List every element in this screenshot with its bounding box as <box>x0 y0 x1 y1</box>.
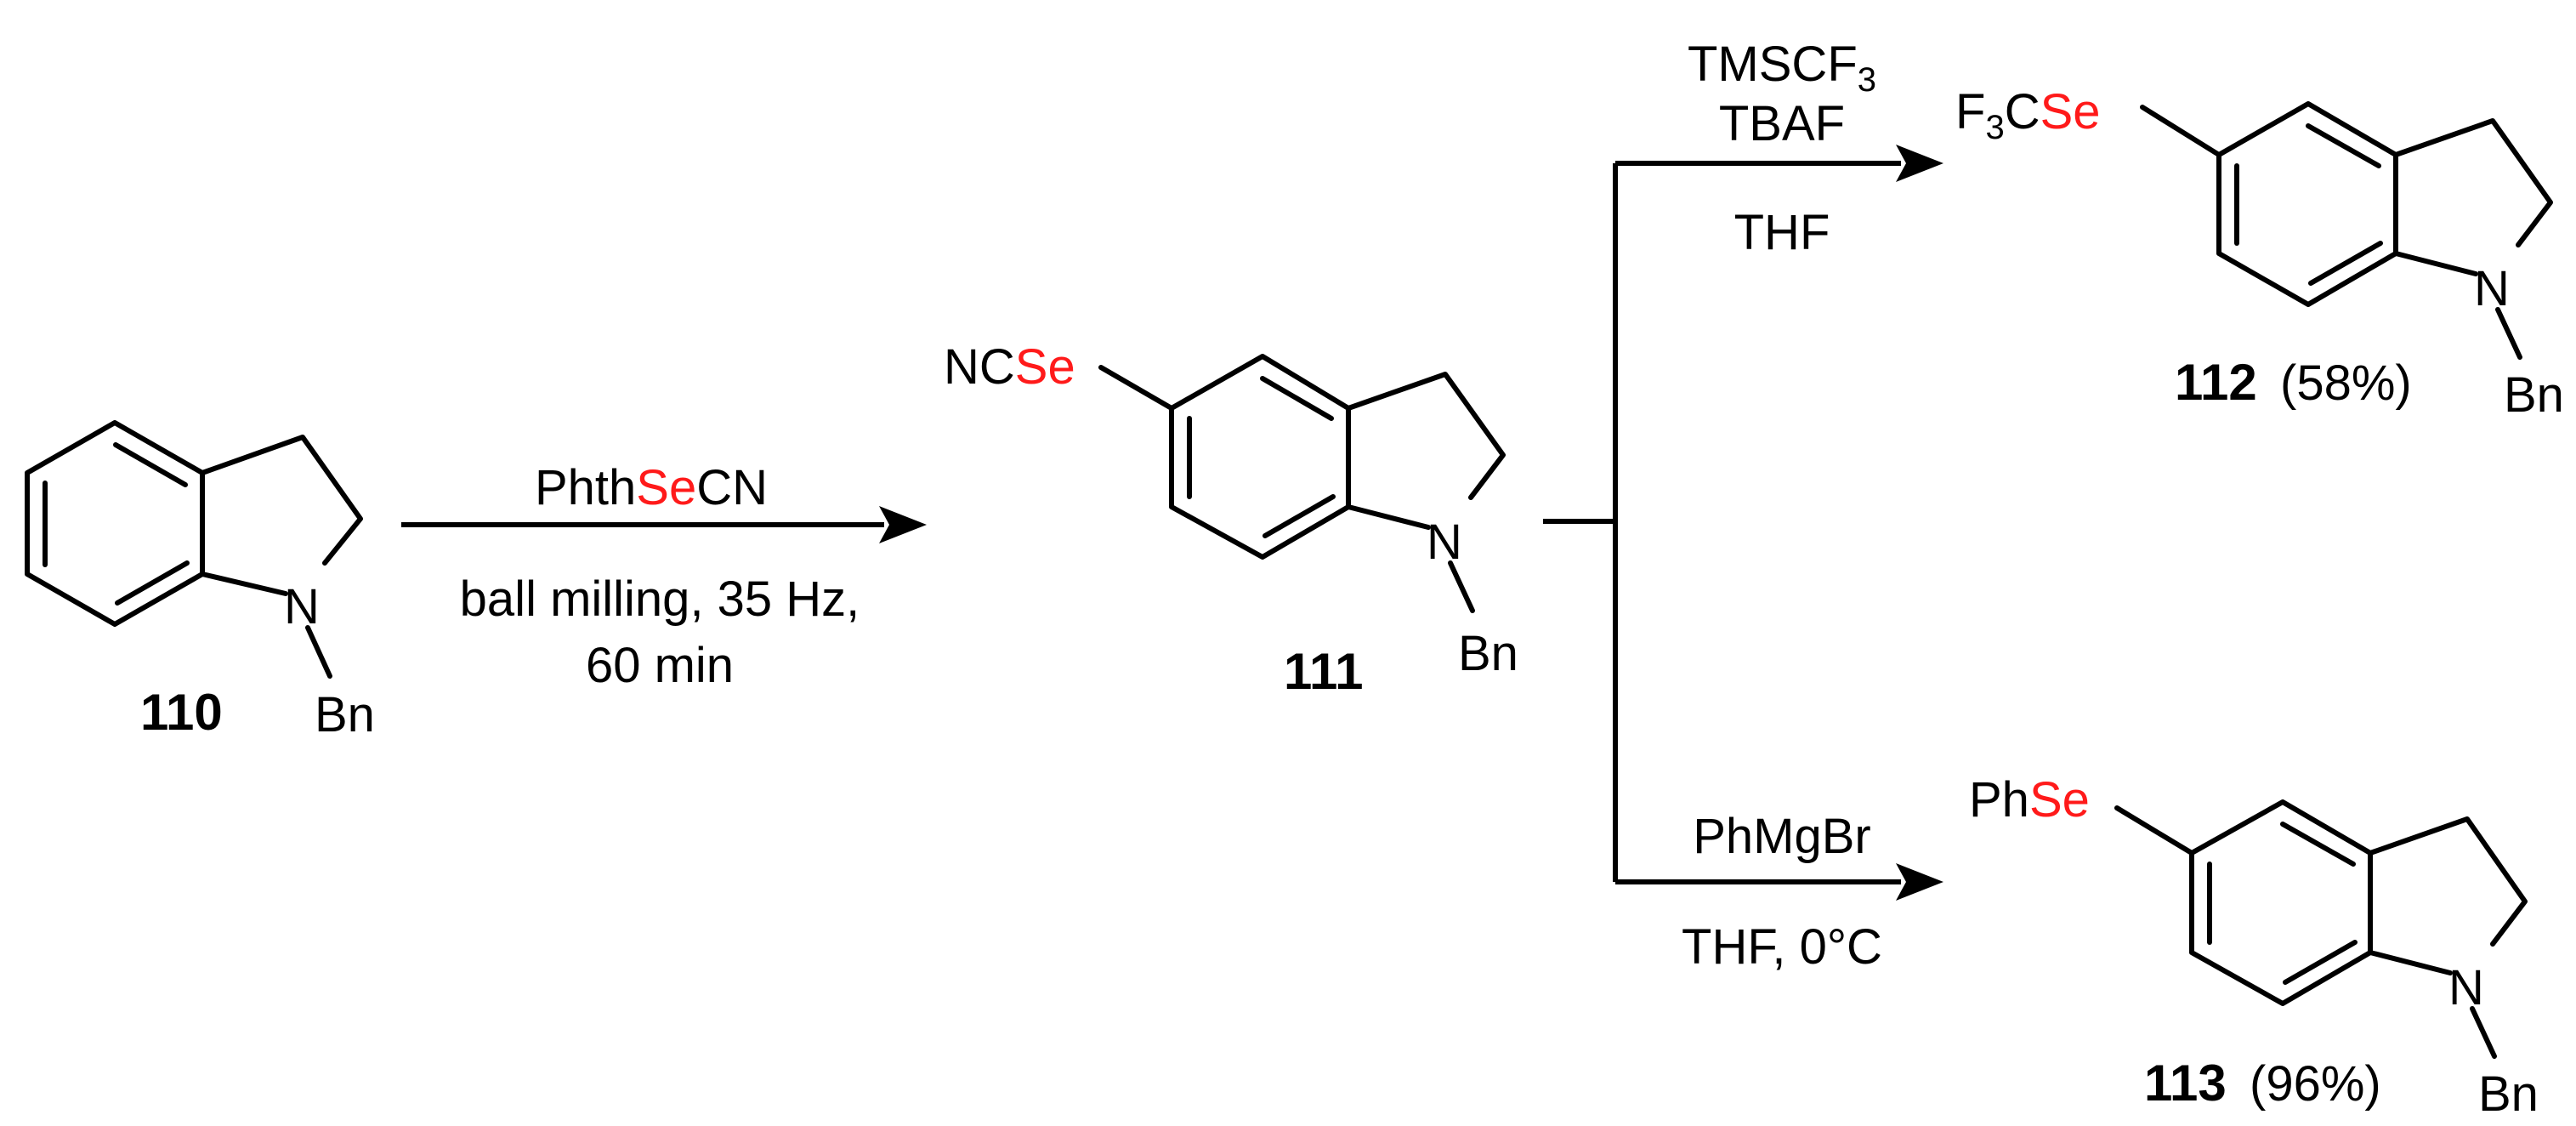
yield-112: (58%) <box>2280 355 2412 411</box>
nitrogen-label-112: N <box>2474 261 2510 316</box>
reagent-tbaf: TBAF <box>1719 96 1845 151</box>
benzyl-label-112: Bn <box>2504 367 2564 423</box>
benzyl-label-111: Bn <box>1458 626 1518 681</box>
branching-connector <box>1543 163 1618 882</box>
compound-112-structure <box>2140 101 2553 360</box>
compound-number-111: 111 <box>1284 643 1364 700</box>
compound-113: PhSe N Bn 113 (96%) <box>1969 772 2539 1122</box>
condition-time: 60 min <box>586 638 734 693</box>
compound-number-113: 113 <box>2144 1055 2227 1112</box>
reagent-phthsecn: PhthSeCN <box>535 460 768 515</box>
reaction-arrow-2: TMSCF3 TBAF THF <box>1615 37 1943 260</box>
reagent-phmgbr: PhMgBr <box>1693 809 1871 864</box>
solvent-thf: THF <box>1734 205 1830 260</box>
compound-113-structure <box>2114 799 2528 1059</box>
benzyl-label-110: Bn <box>315 687 375 742</box>
nitrogen-label-113: N <box>2448 960 2484 1015</box>
substituent-phse: PhSe <box>1969 772 2090 827</box>
reaction-arrow-1: PhthSeCN ball milling, 35 Hz, 60 min <box>401 460 927 693</box>
reaction-arrow-3: PhMgBr THF, 0°C <box>1615 809 1943 975</box>
compound-number-110: 110 <box>140 684 223 741</box>
compound-110-structure <box>25 420 363 679</box>
compound-112: F3CSe N Bn 112 (58%) <box>1955 84 2564 423</box>
substituent-f3cse: F3CSe <box>1955 84 2101 146</box>
compound-number-112: 112 <box>2175 354 2257 411</box>
reagent-tmscf3: TMSCF3 <box>1688 37 1876 99</box>
compound-111: NCSe N Bn 111 <box>944 339 1518 700</box>
benzyl-label-113: Bn <box>2478 1066 2539 1122</box>
conditions-thf-0c: THF, 0°C <box>1682 919 1882 975</box>
compound-111-structure <box>1098 354 1506 613</box>
condition-ball-milling: ball milling, 35 Hz, <box>460 572 860 627</box>
nitrogen-label-110: N <box>284 579 320 634</box>
nitrogen-label-111: N <box>1427 515 1462 570</box>
substituent-ncse: NCSe <box>944 339 1075 395</box>
compound-110: N Bn 110 <box>25 420 375 742</box>
yield-113: (96%) <box>2250 1056 2381 1112</box>
